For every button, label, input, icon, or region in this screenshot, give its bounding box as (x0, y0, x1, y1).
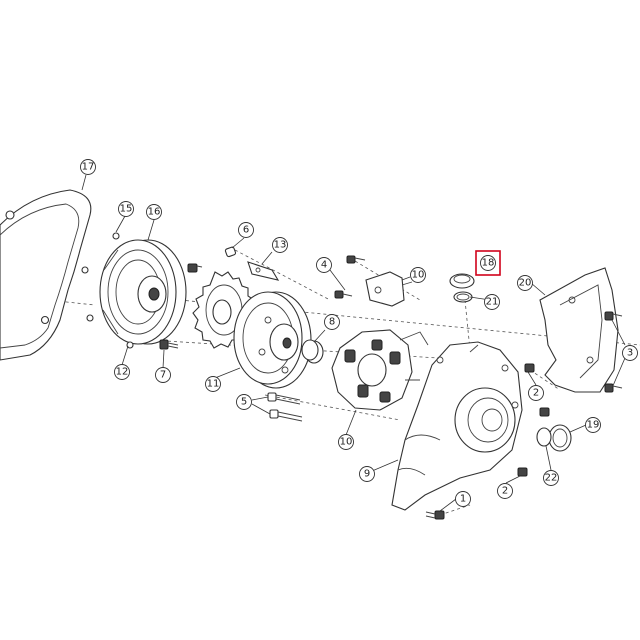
callout-8: 8 (324, 314, 340, 330)
dowel-part (126, 341, 134, 349)
callout-3: 3 (622, 345, 638, 361)
bolt-7-part (159, 339, 179, 350)
callout-2-lower-label: 2 (502, 486, 508, 497)
bolt-1-part (425, 510, 445, 520)
callout-10-lower: 10 (338, 434, 354, 450)
cap-19-part (548, 424, 572, 452)
callout-19-label: 19 (587, 420, 600, 431)
callout-22: 22 (543, 470, 559, 486)
pin-6-part (224, 246, 237, 258)
callout-19: 19 (585, 417, 601, 433)
callout-10-upper: 10 (410, 267, 426, 283)
callout-11-label: 11 (207, 379, 220, 390)
callout-12-label: 12 (116, 367, 129, 378)
cap-18-part (449, 273, 475, 289)
flywheel-rotor-part (99, 239, 187, 345)
callout-13: 13 (272, 237, 288, 253)
callout-1-label: 1 (460, 494, 466, 505)
callout-4: 4 (316, 257, 332, 273)
callout-16-label: 16 (148, 207, 161, 218)
callout-6: 6 (238, 222, 254, 238)
crankcase-cover-part (391, 341, 523, 511)
callout-3-label: 3 (627, 348, 633, 359)
starter-clutch-part (233, 291, 312, 389)
callout-7: 7 (155, 367, 171, 383)
callout-8-label: 8 (329, 317, 335, 328)
callout-18-label: 18 (482, 258, 495, 269)
cover-plate-part (539, 267, 619, 393)
callout-22-label: 22 (545, 473, 558, 484)
pin-part (86, 314, 94, 322)
callout-16: 16 (146, 204, 162, 220)
callout-7-label: 7 (160, 370, 166, 381)
callout-21: 21 (484, 294, 500, 310)
callout-12: 12 (114, 364, 130, 380)
callout-15-label: 15 (120, 204, 133, 215)
callout-15: 15 (118, 201, 134, 217)
bolts-5-part (267, 392, 303, 422)
callout-9: 9 (359, 466, 375, 482)
callout-18-highlight-box (475, 250, 501, 276)
callout-1: 1 (455, 491, 471, 507)
callout-18: 18 (475, 250, 501, 276)
callout-6-label: 6 (243, 225, 249, 236)
bolts-3-part (604, 311, 623, 393)
callout-11: 11 (205, 376, 221, 392)
callout-17-label: 17 (82, 162, 95, 173)
callout-2-upper: 2 (528, 385, 544, 401)
callout-17: 17 (80, 159, 96, 175)
callout-5-label: 5 (241, 397, 247, 408)
o-ring-21-part (453, 291, 473, 303)
callout-2-lower: 2 (497, 483, 513, 499)
stator-part (331, 329, 429, 411)
callout-5: 5 (236, 394, 252, 410)
callout-10-lower-label: 10 (340, 437, 353, 448)
pulse-generator-part (334, 255, 413, 307)
bolt-top-part (187, 263, 203, 273)
callout-13-label: 13 (274, 240, 287, 251)
callout-21-label: 21 (486, 297, 499, 308)
o-ring-22-part (536, 427, 552, 447)
callout-2-upper-label: 2 (533, 388, 539, 399)
bolts-2-part (517, 363, 550, 477)
callout-10-upper-label: 10 (412, 270, 425, 281)
bushing-8-part (301, 339, 324, 364)
gasket-part (0, 189, 92, 361)
callout-20-label: 20 (519, 278, 532, 289)
callout-9-label: 9 (364, 469, 370, 480)
leader-lines (81, 174, 626, 512)
plate-13-part (247, 261, 280, 281)
callout-20: 20 (517, 275, 533, 291)
washer-part (112, 232, 120, 240)
callout-4-label: 4 (321, 260, 327, 271)
